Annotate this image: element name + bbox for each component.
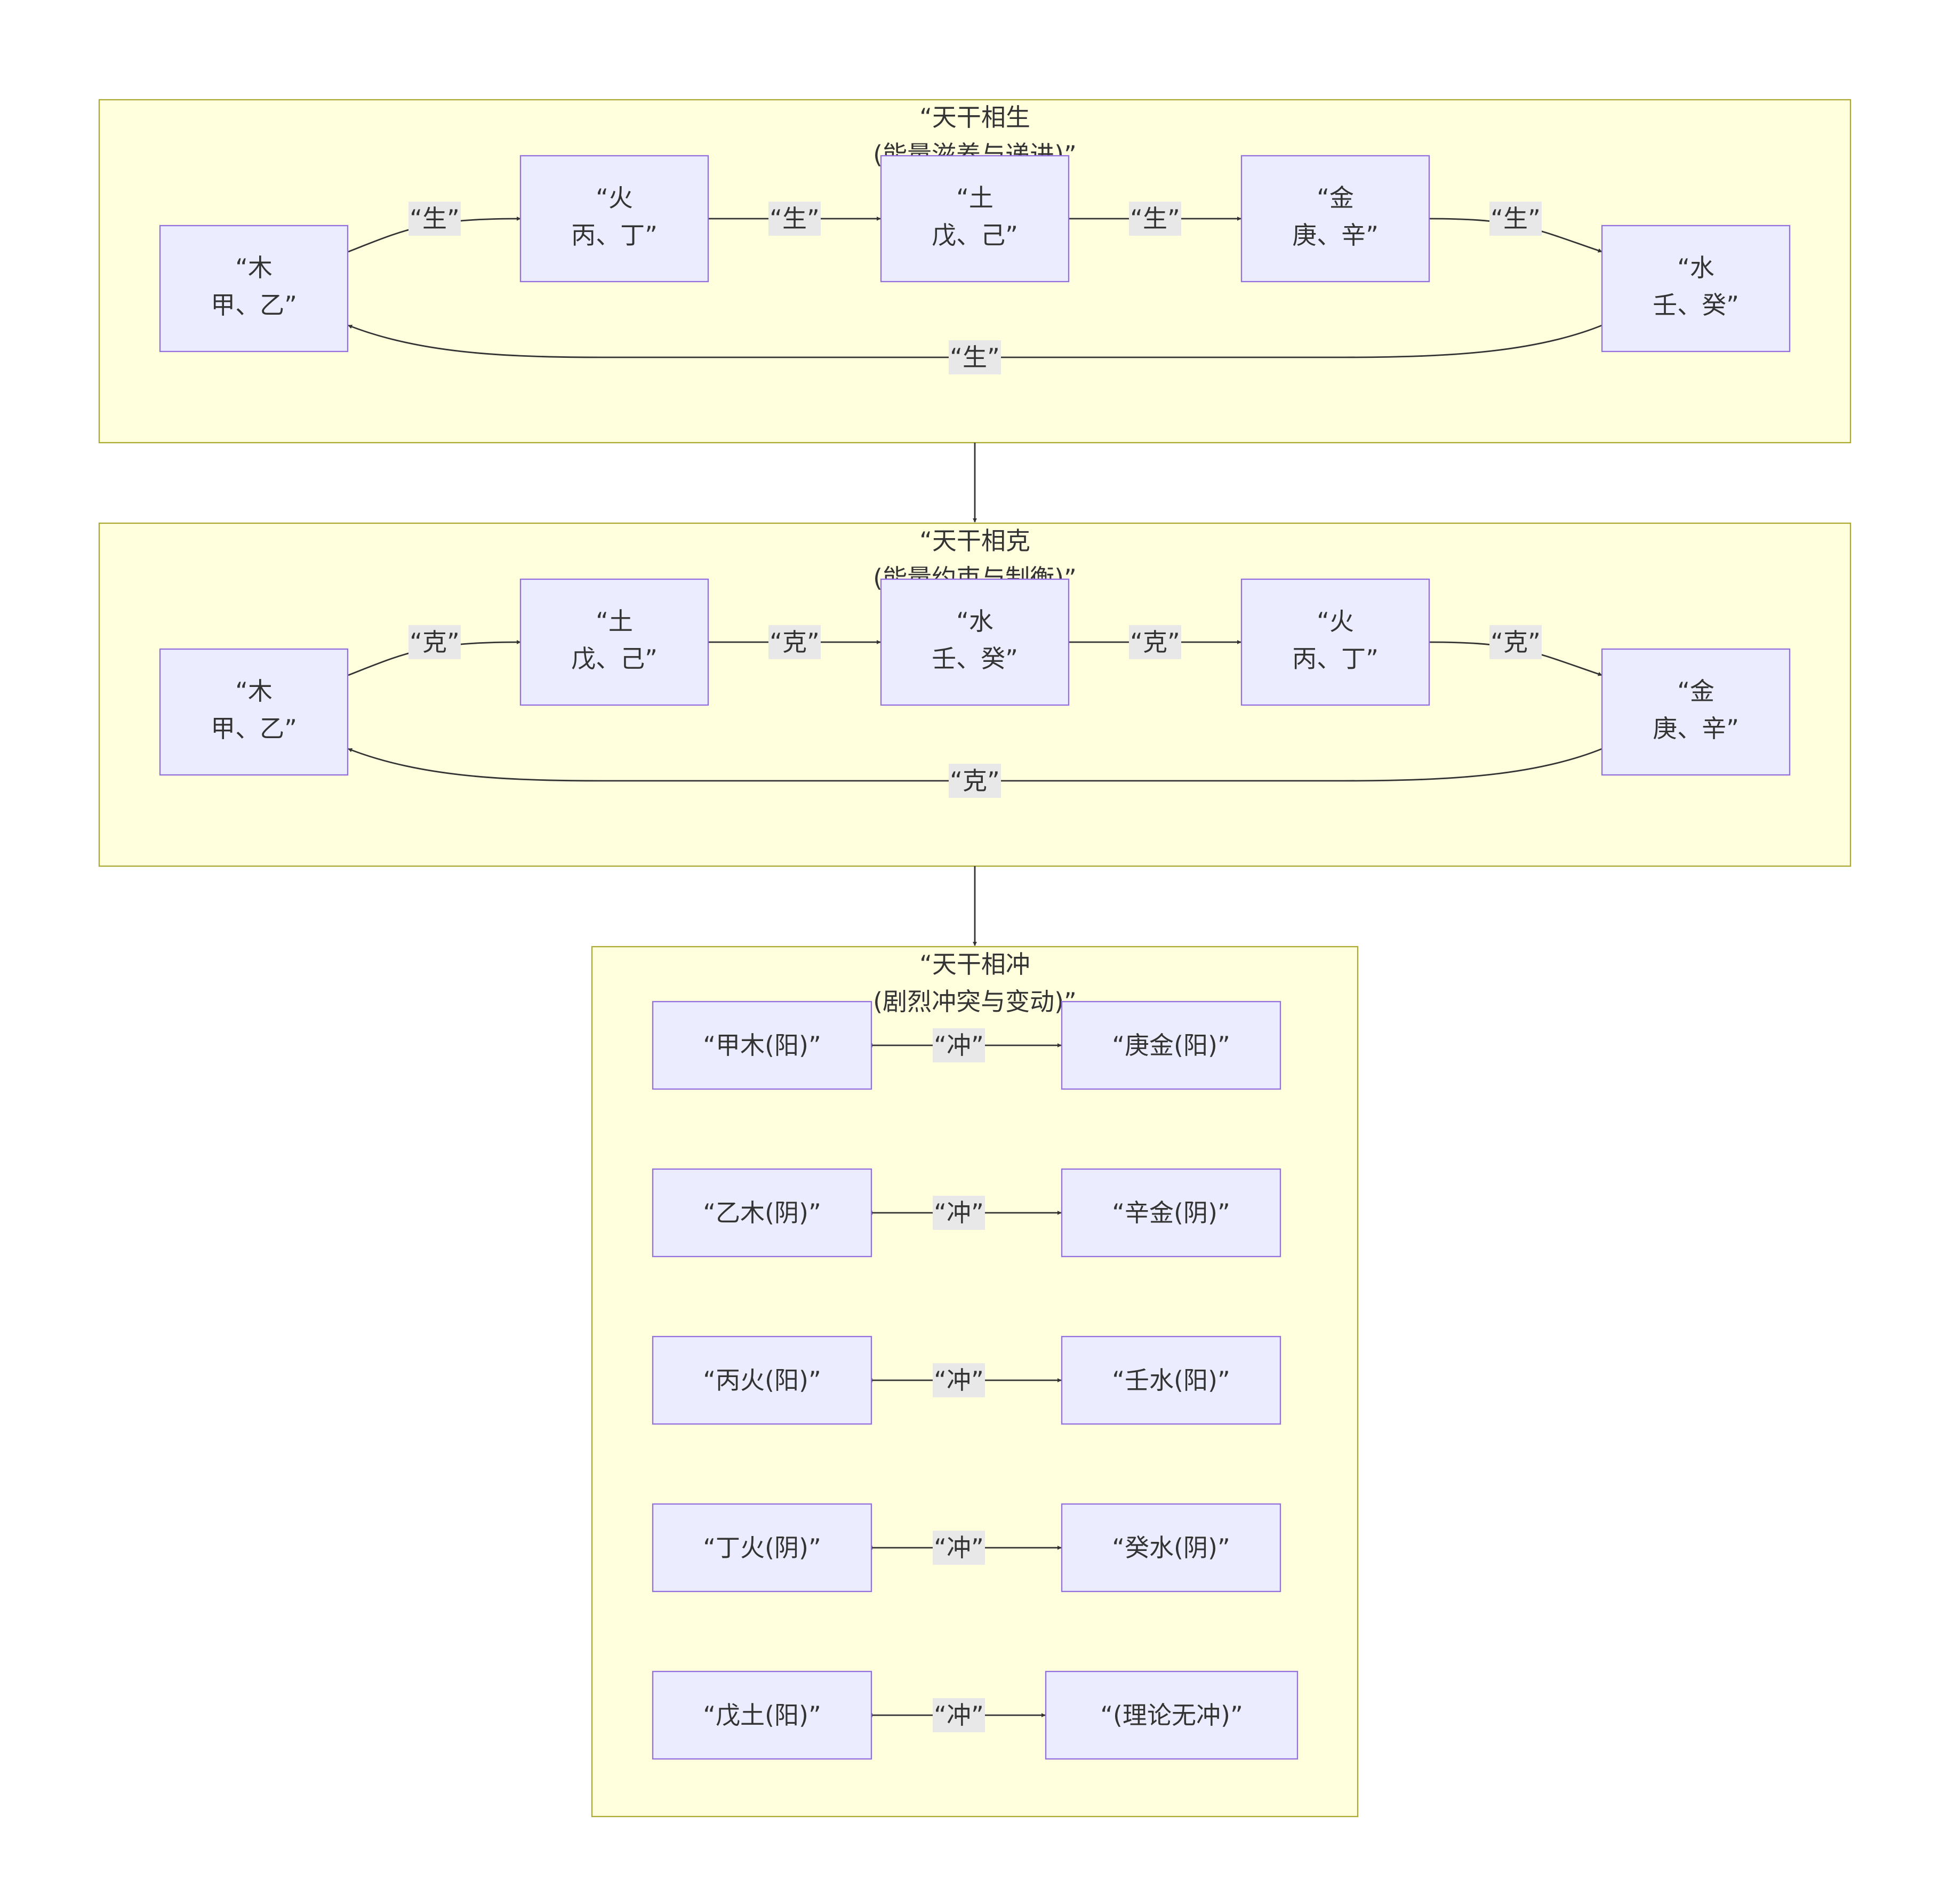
node-chong-gui[interactable]: “癸水(阴)” bbox=[1061, 1503, 1281, 1593]
edge-label-chong-bing-ren: “冲” bbox=[934, 1366, 984, 1395]
node-sheng-shui-line2: 壬、癸” bbox=[1653, 291, 1739, 319]
node-chong-ren[interactable]: “壬水(阳)” bbox=[1061, 1335, 1281, 1425]
node-ke-tu[interactable]: “土 戊、己” bbox=[519, 578, 709, 706]
node-sheng-huo-line1: “火 bbox=[596, 183, 633, 212]
node-ke-huo-line1: “火 bbox=[1317, 607, 1354, 636]
node-chong-bing-label: “丙火(阳)” bbox=[703, 1366, 821, 1395]
node-ke-mu-line2: 甲、乙” bbox=[211, 714, 297, 743]
node-chong-ren-label: “壬水(阳)” bbox=[1112, 1366, 1230, 1395]
node-ke-huo[interactable]: “火 丙、丁” bbox=[1240, 578, 1430, 706]
node-chong-yi-label: “乙木(阴)” bbox=[703, 1198, 821, 1227]
node-sheng-jin-line1: “金 bbox=[1317, 183, 1354, 212]
edge-label-chong-ding-gui: “冲” bbox=[934, 1533, 984, 1562]
cluster-sheng-title: “天干相生 bbox=[919, 103, 1030, 132]
node-chong-wu[interactable]: “戊土(阳)” bbox=[652, 1670, 872, 1760]
node-sheng-jin[interactable]: “金 庚、辛” bbox=[1240, 155, 1430, 283]
cluster-ke-title: “天干相克 bbox=[919, 526, 1030, 555]
edge-label-ke-tu-shui: “克” bbox=[770, 628, 820, 657]
node-sheng-tu[interactable]: “土 戊、己” bbox=[880, 155, 1070, 283]
node-chong-ding[interactable]: “丁火(阴)” bbox=[652, 1503, 872, 1593]
cluster-chong-title: “天干相冲 bbox=[919, 950, 1030, 979]
node-ke-huo-line2: 丙、丁” bbox=[1292, 644, 1379, 673]
node-ke-jin-line2: 庚、辛” bbox=[1653, 714, 1739, 743]
edge-label-sheng-jin-shui: “生” bbox=[1491, 204, 1541, 233]
node-sheng-tu-line1: “土 bbox=[956, 183, 993, 212]
node-ke-tu-line1: “土 bbox=[596, 607, 633, 636]
edge-label-ke-mu-tu: “克” bbox=[410, 628, 460, 657]
node-chong-ding-label: “丁火(阴)” bbox=[703, 1533, 821, 1562]
node-sheng-mu[interactable]: “木 甲、乙” bbox=[159, 225, 349, 353]
edge-label-sheng-mu-huo: “生” bbox=[410, 204, 460, 233]
node-chong-gui-label: “癸水(阴)” bbox=[1112, 1533, 1230, 1562]
edge-label-chong-yi-xin: “冲” bbox=[934, 1198, 984, 1227]
node-chong-geng[interactable]: “庚金(阳)” bbox=[1061, 1001, 1281, 1090]
node-chong-bing[interactable]: “丙火(阳)” bbox=[652, 1335, 872, 1425]
node-sheng-mu-line2: 甲、乙” bbox=[211, 291, 297, 319]
edge-label-ke-shui-huo: “克” bbox=[1130, 628, 1180, 657]
node-sheng-shui[interactable]: “水 壬、癸” bbox=[1601, 225, 1791, 353]
edge-label-sheng-huo-tu: “生” bbox=[770, 204, 820, 233]
node-sheng-mu-line1: “木 bbox=[235, 253, 273, 282]
node-chong-none[interactable]: “(理论无冲)” bbox=[1045, 1670, 1299, 1760]
edge-label-sheng-tu-jin: “生” bbox=[1130, 204, 1180, 233]
node-chong-jia-label: “甲木(阳)” bbox=[703, 1031, 821, 1060]
node-chong-none-label: “(理论无冲)” bbox=[1100, 1701, 1243, 1730]
node-ke-tu-line2: 戊、己” bbox=[571, 644, 658, 673]
node-sheng-shui-line1: “水 bbox=[1677, 253, 1714, 282]
node-chong-xin-label: “辛金(阴)” bbox=[1112, 1198, 1230, 1227]
cluster-chong-subtitle: (剧烈冲突与变动)” bbox=[873, 987, 1077, 1016]
node-sheng-tu-line2: 戊、己” bbox=[932, 221, 1018, 250]
node-ke-shui-line1: “水 bbox=[956, 607, 993, 636]
node-ke-shui-line2: 壬、癸” bbox=[932, 644, 1018, 673]
edge-label-ke-jin-mu: “克” bbox=[950, 766, 1000, 795]
node-chong-geng-label: “庚金(阳)” bbox=[1112, 1031, 1230, 1060]
edge-labels: “生” “生” “生” “生” “生” “克” “克” “克” “克” “克” … bbox=[408, 202, 1542, 1732]
edge-label-ke-huo-jin: “克” bbox=[1491, 628, 1541, 657]
node-ke-jin[interactable]: “金 庚、辛” bbox=[1601, 648, 1791, 776]
edge-label-sheng-shui-mu: “生” bbox=[950, 343, 1000, 372]
edge-label-chong-jia-geng: “冲” bbox=[934, 1031, 984, 1060]
node-ke-mu-line1: “木 bbox=[235, 677, 273, 706]
node-ke-shui[interactable]: “水 壬、癸” bbox=[880, 578, 1070, 706]
node-sheng-huo-line2: 丙、丁” bbox=[571, 221, 658, 250]
node-chong-wu-label: “戊土(阳)” bbox=[703, 1701, 821, 1730]
node-chong-xin[interactable]: “辛金(阴)” bbox=[1061, 1168, 1281, 1258]
node-sheng-jin-line2: 庚、辛” bbox=[1292, 221, 1379, 250]
node-chong-jia[interactable]: “甲木(阳)” bbox=[652, 1001, 872, 1090]
node-ke-mu[interactable]: “木 甲、乙” bbox=[159, 648, 349, 776]
node-chong-yi[interactable]: “乙木(阴)” bbox=[652, 1168, 872, 1258]
edge-label-chong-wu-none: “冲” bbox=[934, 1701, 984, 1730]
node-ke-jin-line1: “金 bbox=[1677, 677, 1714, 706]
node-sheng-huo[interactable]: “火 丙、丁” bbox=[519, 155, 709, 283]
